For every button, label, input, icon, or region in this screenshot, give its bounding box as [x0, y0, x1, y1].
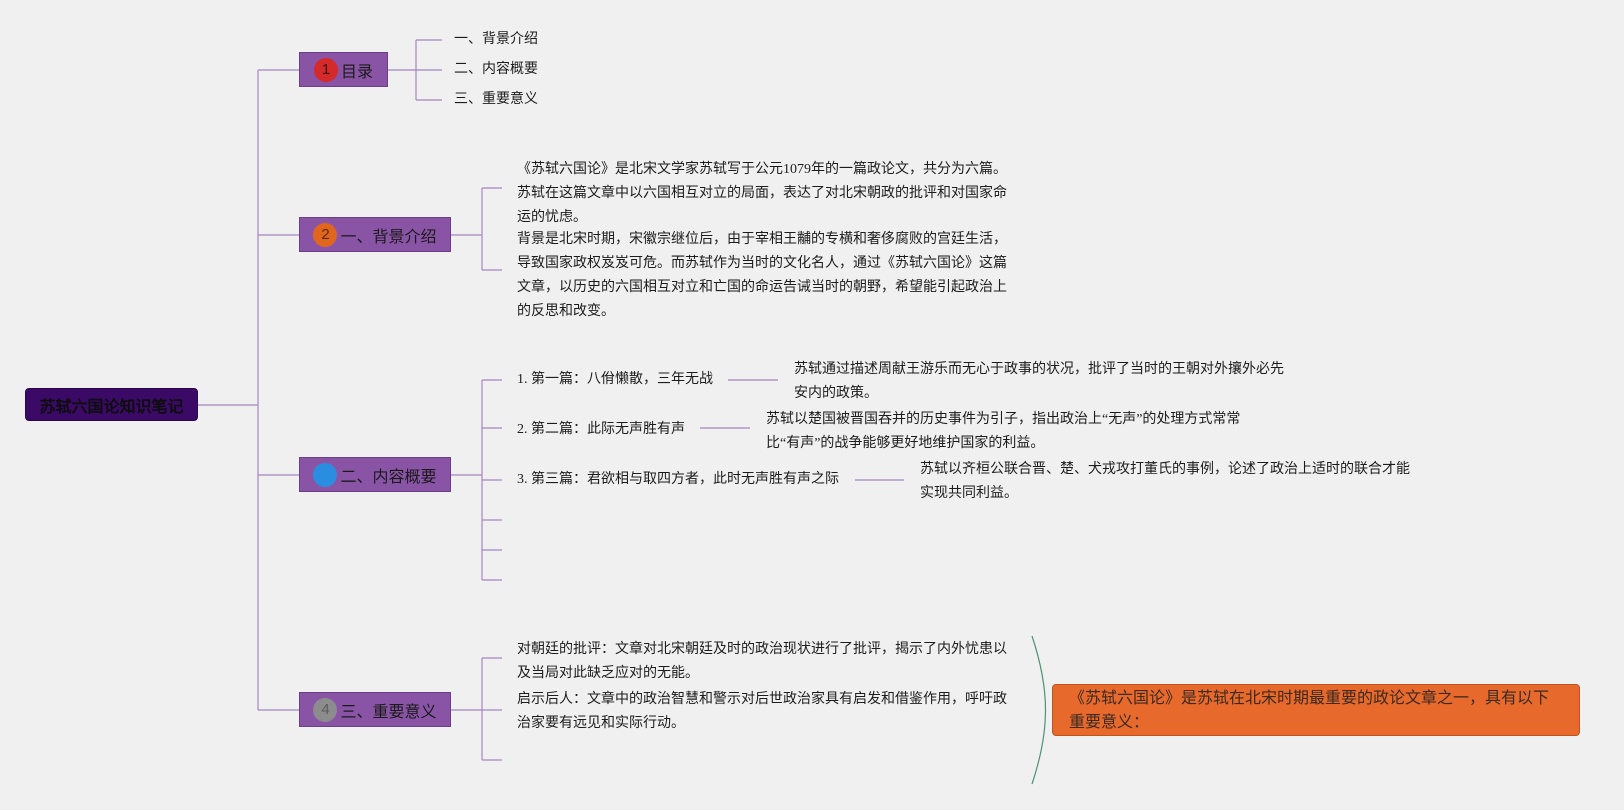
connector-b2 [451, 187, 502, 271]
branch-label: 目录 [340, 63, 373, 81]
connector-b4 [451, 657, 502, 761]
root-label: 苏轼六国论知识笔记 [39, 398, 184, 416]
number-circle-icon: 1 [313, 57, 338, 82]
number-circle-icon: 2 [313, 222, 338, 247]
branch-background[interactable]: 2 一、背景介绍 [299, 217, 451, 252]
significance-paragraph[interactable]: 对朝廷的批评：文章对北宋朝廷及时的政治现状进行了批评，揭示了内外忧患以及当局对此… [517, 642, 1007, 681]
branch-label: 一、背景介绍 [340, 228, 437, 246]
chapter-detail[interactable]: 苏轼通过描述周献王游乐而无心于政事的状况，批评了当时的王朝对外攘外必先安内的政策… [794, 362, 1284, 401]
number-circle-icon: 3 [313, 462, 338, 487]
chapter-title[interactable]: 2. 第二篇：此际无声胜有声 [517, 422, 685, 437]
branch-significance[interactable]: 4 三、重要意义 [299, 692, 451, 727]
root-node[interactable]: 苏轼六国论知识笔记 [25, 388, 198, 421]
background-paragraph[interactable]: 背景是北宋时期，宋徽宗继位后，由于宰相王黼的专横和奢侈腐败的宫廷生活，导致国家政… [517, 232, 1007, 319]
chapter-title[interactable]: 3. 第三篇：君欲相与取四方者，此时无声胜有声之际 [517, 472, 839, 487]
toc-item[interactable]: 一、背景介绍 [454, 32, 538, 47]
toc-item[interactable]: 二、内容概要 [454, 62, 538, 77]
branch-summary[interactable]: 3 二、内容概要 [299, 457, 451, 492]
background-paragraph[interactable]: 《苏轼六国论》是北宋文学家苏轼写于公元1079年的一篇政论文，共分为六篇。苏轼在… [517, 162, 1007, 225]
connector-b1 [388, 39, 442, 101]
number-circle-icon: 4 [313, 697, 338, 722]
branch-label: 二、内容概要 [340, 468, 437, 486]
chapter-detail[interactable]: 苏轼以楚国被晋国吞并的历史事件为引子，指出政治上“无声”的处理方式常常比“有声”… [766, 412, 1241, 451]
summary-text: 《苏轼六国论》是苏轼在北宋时期最重要的政论文章之一，具有以下重要意义： [1069, 690, 1550, 731]
connector-b3-details [700, 379, 904, 481]
branch-label: 三、重要意义 [340, 703, 437, 721]
summary-brace [1031, 635, 1047, 785]
toc-item[interactable]: 三、重要意义 [454, 92, 538, 107]
chapter-detail[interactable]: 苏轼以齐桓公联合晋、楚、犬戎攻打董氏的事例，论述了政治上适时的联合才能实现共同利… [920, 462, 1410, 501]
significance-paragraph[interactable]: 启示后人：文章中的政治智慧和警示对后世政治家具有启发和借鉴作用，呼吁政治家要有远… [517, 692, 1007, 731]
chapter-title[interactable]: 1. 第一篇：八佾懒散，三年无战 [517, 372, 713, 387]
summary-callout[interactable]: 《苏轼六国论》是苏轼在北宋时期最重要的政论文章之一，具有以下重要意义： [1052, 684, 1580, 736]
branch-toc[interactable]: 1 目录 [299, 52, 388, 87]
connector-b3 [451, 379, 502, 581]
